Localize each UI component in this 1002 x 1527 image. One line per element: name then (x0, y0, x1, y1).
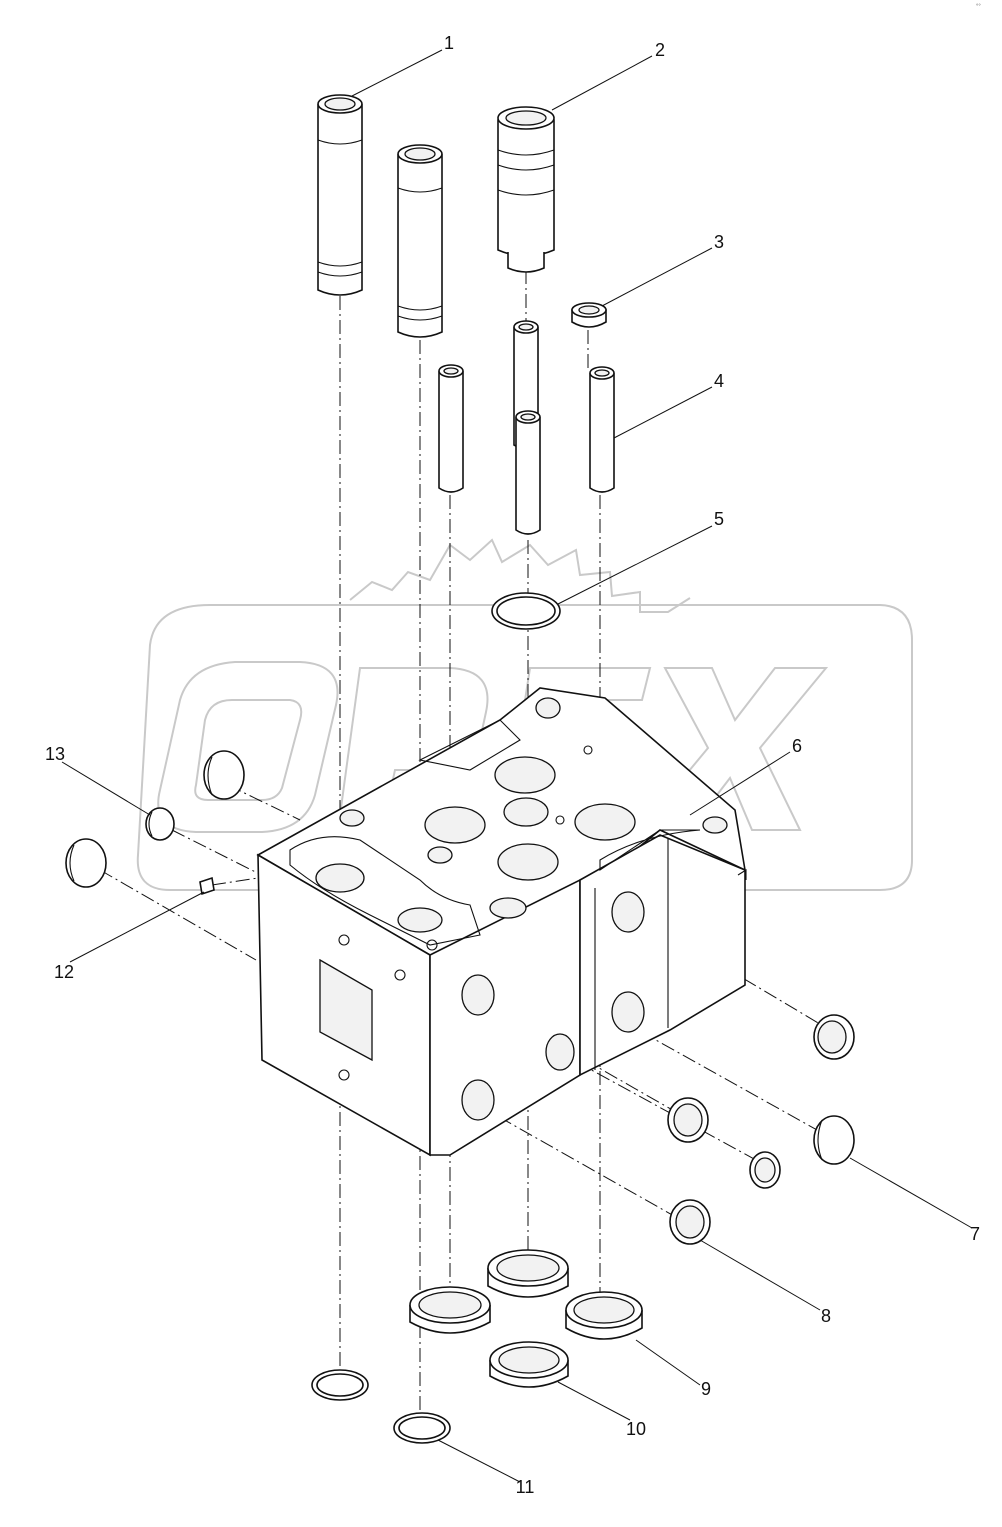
corner-mark: °° (976, 4, 981, 10)
part-11-o-ring-left (311, 1369, 369, 1401)
part-7-plug-upper (813, 1014, 855, 1060)
part-valve-seat-left (409, 1286, 491, 1334)
part-8-seal-small (749, 1151, 781, 1189)
part-10-valve-seat (489, 1341, 569, 1388)
part-2-injector-sleeve (497, 106, 555, 273)
part-13-plug-large (203, 750, 245, 800)
callout-7: 7 (970, 1224, 980, 1244)
part-valve-seat-top (487, 1249, 569, 1298)
callout-9: 9 (701, 1379, 711, 1399)
part-4-valve-guide-c (515, 410, 541, 535)
part-1-sleeve-second (397, 144, 443, 338)
part-7-plug-lower (813, 1115, 855, 1165)
callout-4: 4 (714, 371, 724, 391)
callout-6: 6 (792, 736, 802, 756)
part-4-valve-guide-a (438, 364, 464, 493)
callout-12: 12 (54, 962, 74, 982)
callout-3: 3 (714, 232, 724, 252)
part-1-sleeve (317, 94, 363, 296)
callout-2: 2 (655, 40, 665, 60)
part-4-valve-guide-d (589, 366, 615, 493)
callout-10: 10 (626, 1419, 646, 1439)
callout-1: 1 (444, 33, 454, 53)
part-5-o-ring (491, 592, 561, 630)
part-3-cap (571, 302, 607, 328)
callout-11: 11 (516, 1477, 535, 1497)
callout-13: 13 (45, 744, 65, 764)
part-6-cylinder-head (256, 687, 747, 1157)
callout-5: 5 (714, 509, 724, 529)
part-11-o-ring (393, 1412, 451, 1444)
part-9-valve-seat (565, 1291, 643, 1340)
part-13-plug-far (65, 838, 107, 888)
part-12-dowel (199, 876, 215, 896)
part-13-plug-small (145, 807, 175, 841)
part-8-seal-upper (667, 1097, 709, 1143)
callout-labels: 1 2 3 4 5 6 7 8 9 10 11 12 13 (45, 33, 980, 1497)
part-8-seal-lower (669, 1199, 711, 1245)
callout-8: 8 (821, 1306, 831, 1326)
leader-lines (61, 49, 973, 1483)
